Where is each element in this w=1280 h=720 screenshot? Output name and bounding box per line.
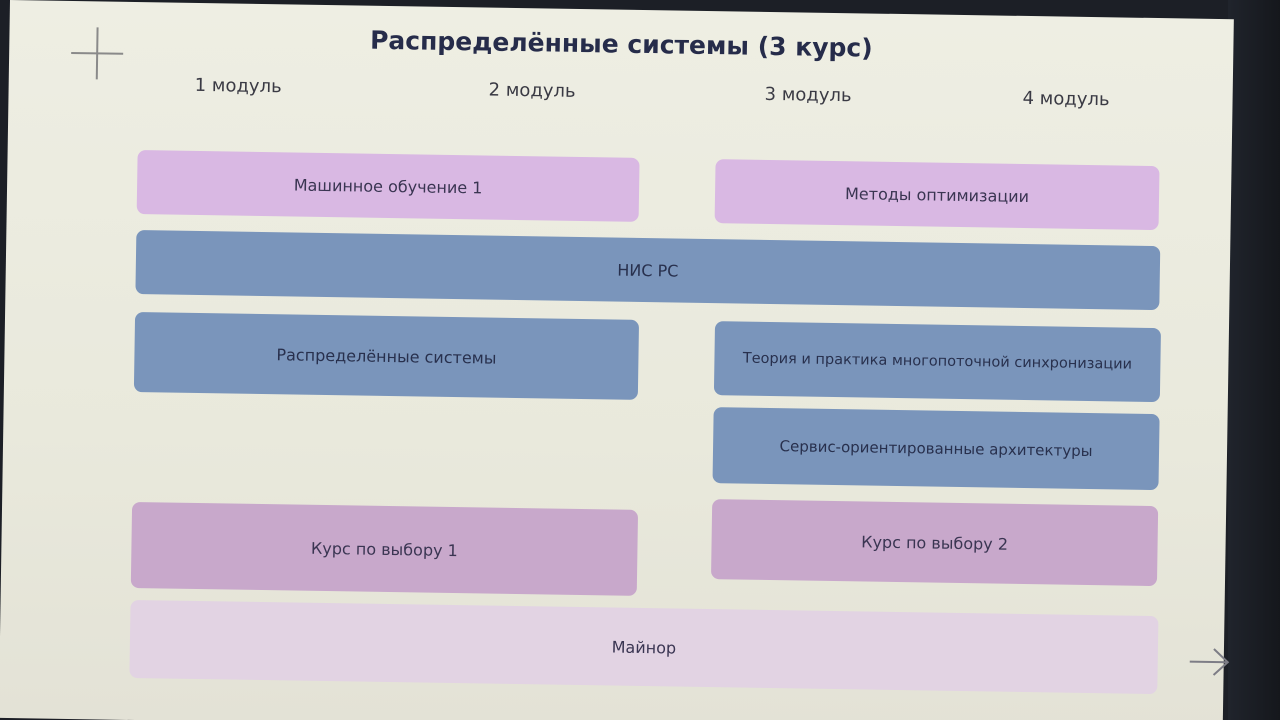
block-multithread-sync: Теория и практика многопоточной синхрони…	[713, 321, 1161, 403]
block-machine-learning-1: Машинное обучение 1	[136, 150, 640, 222]
arrow-right-icon	[1189, 648, 1230, 676]
slide: Распределённые системы (3 курс) 1 модуль…	[0, 0, 1234, 720]
module-label-2: 2 модуль	[488, 79, 576, 102]
slide-title: Распределённые системы (3 курс)	[369, 25, 873, 63]
projector-edge	[1228, 0, 1280, 720]
module-label-4: 4 модуль	[1022, 87, 1110, 111]
block-optimization-methods: Методы оптимизации	[714, 159, 1160, 231]
block-elective-2: Курс по выбору 2	[710, 499, 1159, 587]
block-service-oriented-architectures: Сервис-ориентированные архитектуры	[712, 407, 1160, 491]
block-minor: Майнор	[129, 599, 1159, 695]
block-distributed-systems: Распределённые системы	[133, 312, 640, 400]
module-label-3: 3 модуль	[764, 83, 852, 107]
block-nis-rs: НИС РС	[135, 230, 1161, 311]
module-label-1: 1 модуль	[194, 74, 282, 98]
block-elective-1: Курс по выбору 1	[130, 501, 639, 596]
